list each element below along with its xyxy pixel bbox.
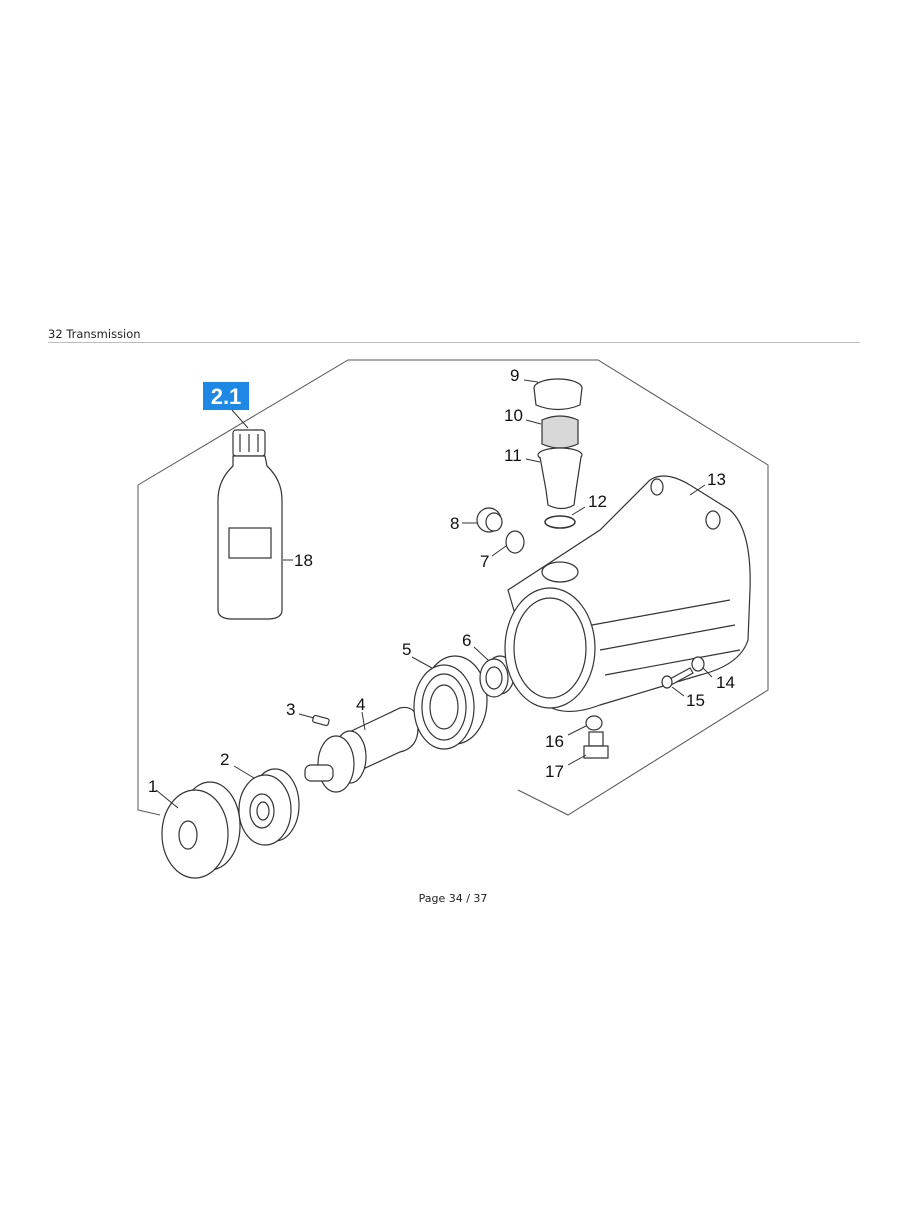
part-1-cap — [161, 781, 241, 879]
part-12-o-ring — [544, 515, 576, 529]
part-14-washer — [691, 656, 705, 672]
part-15-screw — [661, 667, 694, 689]
section-title: 32 Transmission — [48, 327, 141, 341]
version-badge-bg — [203, 382, 249, 410]
callout-15: 15 — [686, 691, 705, 710]
callout-6: 6 — [462, 631, 471, 650]
callout-7: 7 — [480, 552, 489, 571]
callout-16: 16 — [545, 732, 564, 751]
callout-17: 17 — [545, 762, 564, 781]
callout-9: 9 — [510, 366, 519, 385]
part-8-plug — [476, 507, 503, 533]
assembly-boundary — [137, 359, 769, 816]
part-2-seal-flange — [238, 768, 300, 846]
version-badge: 2.1 — [211, 384, 242, 409]
callout-14: 14 — [716, 673, 735, 692]
part-5-bearing — [413, 655, 488, 750]
exploded-parts-diagram: 2.1 — [137, 359, 769, 879]
callout-13: 13 — [707, 470, 726, 489]
part-16-seal-ring — [585, 715, 603, 731]
callout-8: 8 — [450, 514, 459, 533]
callout-2: 2 — [220, 750, 229, 769]
header-divider — [48, 342, 860, 343]
part-3-key — [312, 714, 330, 727]
part-11-sleeve — [537, 447, 583, 510]
part-10-filter — [541, 415, 579, 449]
callout-5: 5 — [402, 640, 411, 659]
part-9-cap — [533, 378, 583, 411]
callout-11: 11 — [504, 446, 522, 465]
callout-4: 4 — [356, 695, 365, 714]
part-17-drain-plug — [583, 731, 609, 759]
callout-18: 18 — [294, 551, 313, 570]
part-4-shaft — [304, 706, 419, 793]
callout-10: 10 — [504, 406, 523, 425]
callout-1: 1 — [148, 777, 157, 796]
part-7-o-ring — [505, 530, 525, 554]
part-13-housing — [504, 475, 751, 713]
callout-12: 12 — [588, 492, 607, 511]
callout-3: 3 — [286, 700, 295, 719]
oil-bottle — [217, 429, 283, 620]
page-number: Page 34 / 37 — [418, 892, 488, 905]
